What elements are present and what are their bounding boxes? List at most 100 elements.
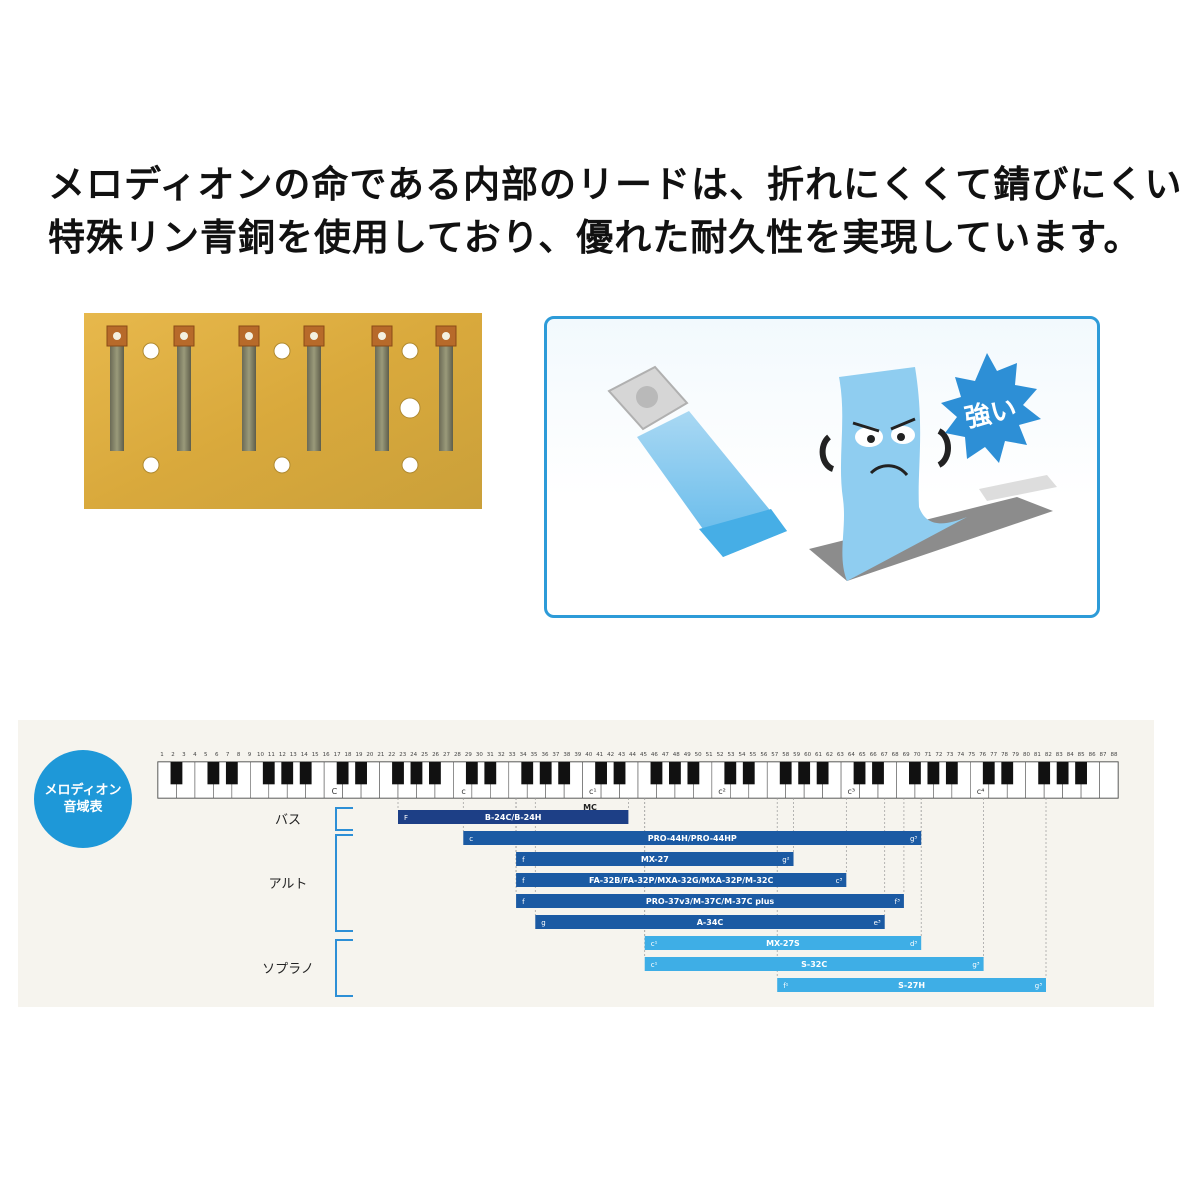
key-number: 82: [1045, 752, 1052, 758]
key-number: 84: [1067, 752, 1074, 758]
black-key: [539, 762, 552, 785]
key-number: 8: [237, 752, 241, 758]
key-number: 24: [410, 752, 417, 758]
key-number: 17: [334, 752, 341, 758]
key-number: 63: [837, 752, 844, 758]
key-number: 6: [215, 752, 219, 758]
black-key: [1075, 762, 1087, 785]
octave-label: c²: [718, 787, 726, 796]
key-number: 86: [1089, 752, 1096, 758]
key-number: 53: [728, 752, 735, 758]
key-number: 4: [193, 752, 197, 758]
black-key: [724, 762, 737, 785]
reed-plate-svg: [84, 313, 482, 509]
illustration-svg: 強い: [607, 353, 1057, 581]
black-key: [613, 762, 626, 785]
key-number: 25: [421, 752, 428, 758]
key-number: 59: [793, 752, 800, 758]
range-high-note: f³: [895, 898, 900, 906]
model-name: A-34C: [697, 918, 724, 927]
black-key: [687, 762, 700, 785]
black-key: [927, 762, 940, 785]
key-number: 76: [979, 752, 986, 758]
key-number: 55: [749, 752, 756, 758]
black-key: [336, 762, 349, 785]
key-number: 19: [355, 752, 362, 758]
key-number: 16: [323, 752, 330, 758]
model-bar: [516, 852, 794, 866]
key-number: 64: [848, 752, 855, 758]
key-number: 79: [1012, 752, 1019, 758]
key-number: 10: [257, 752, 264, 758]
key-number: 37: [552, 752, 559, 758]
black-key: [355, 762, 367, 785]
key-number: 41: [596, 752, 603, 758]
key-number: 1: [160, 752, 164, 758]
key-number: 83: [1056, 752, 1063, 758]
key-number: 22: [388, 752, 395, 758]
model-name: FA-32B/FA-32P/MXA-32G/MXA-32P/M-32C: [589, 876, 773, 885]
black-key: [595, 762, 607, 785]
voice-group-label: ソプラノ: [262, 962, 314, 977]
black-key: [392, 762, 404, 785]
key-number: 3: [182, 752, 186, 758]
range-low-note: f: [522, 877, 525, 885]
black-key: [410, 762, 423, 785]
octave-label: c³: [848, 787, 856, 796]
key-number: 7: [226, 752, 230, 758]
key-number: 35: [531, 752, 538, 758]
model-name: MX-27S: [766, 939, 800, 948]
range-high-note: g²: [782, 856, 789, 864]
range-low-note: f: [522, 898, 525, 906]
black-key: [170, 762, 183, 785]
model-bar: [644, 957, 984, 971]
key-number: 27: [443, 752, 450, 758]
black-key: [207, 762, 220, 785]
key-number: 9: [248, 752, 252, 758]
black-key: [521, 762, 534, 785]
range-high-note: d³: [910, 940, 917, 948]
reed-plate-image: [84, 313, 482, 509]
black-key: [558, 762, 571, 785]
key-number: 78: [1001, 752, 1008, 758]
key-number: 36: [541, 752, 548, 758]
key-number: 56: [760, 752, 767, 758]
black-key: [225, 762, 238, 785]
range-high-note: g³: [972, 961, 979, 969]
reed-character: [839, 367, 967, 581]
key-number: 71: [924, 752, 931, 758]
black-key: [945, 762, 958, 785]
key-number: 67: [881, 752, 888, 758]
model-bar: [535, 915, 885, 929]
key-number: 15: [312, 752, 319, 758]
model-name: S-32C: [801, 960, 827, 969]
key-number: 12: [279, 752, 286, 758]
key-number: 81: [1034, 752, 1041, 758]
model-name: B-24C/B-24H: [485, 813, 542, 822]
key-number: 57: [771, 752, 778, 758]
key-number: 69: [903, 752, 910, 758]
key-number: 85: [1078, 752, 1085, 758]
key-number: 88: [1111, 752, 1118, 758]
black-key: [1038, 762, 1051, 785]
key-number: 47: [662, 752, 669, 758]
black-key: [281, 762, 294, 785]
range-low-note: F: [404, 814, 408, 822]
range-low-note: f: [522, 856, 525, 864]
key-number: 45: [640, 752, 647, 758]
key-number: 80: [1023, 752, 1030, 758]
badge-line-1: メロディオン: [44, 783, 122, 798]
model-bar: [463, 831, 922, 845]
key-number: 11: [268, 752, 275, 758]
black-key: [853, 762, 866, 785]
black-key: [798, 762, 811, 785]
black-key: [429, 762, 441, 785]
key-number: 44: [629, 752, 636, 758]
model-bar: [398, 810, 629, 824]
badge-line-2: 音域表: [63, 800, 103, 815]
key-number: 60: [804, 752, 811, 758]
key-number: 62: [826, 752, 833, 758]
model-bar: [777, 978, 1046, 992]
